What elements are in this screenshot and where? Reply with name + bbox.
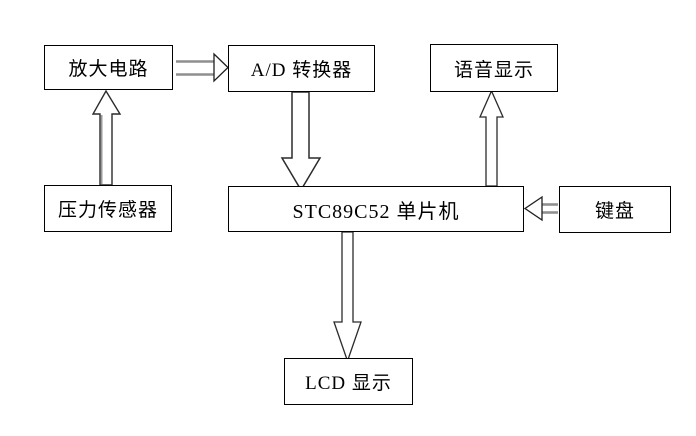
- node-voice-display-label: 语音显示: [453, 59, 534, 81]
- node-pressure-sensor-label: 压力传感器: [57, 200, 158, 221]
- node-adc: A/D 转换器: [228, 45, 375, 92]
- node-amplifier-label: 放大电路: [68, 59, 149, 80]
- node-mcu-label: STC89C52 单片机: [292, 200, 460, 223]
- arrow-adc-to-mcu: [280, 91, 322, 192]
- arrow-mcu-to-voice: [479, 89, 504, 187]
- node-amplifier: 放大电路: [44, 45, 173, 90]
- node-mcu: STC89C52 单片机: [228, 186, 524, 232]
- node-keyboard-label: 键盘: [594, 201, 635, 222]
- node-lcd-display-label: LCD 显示: [305, 373, 392, 394]
- node-lcd-display: LCD 显示: [284, 358, 413, 405]
- arrow-sensor-to-amplifier: [91, 89, 122, 186]
- node-pressure-sensor: 压力传感器: [44, 185, 172, 232]
- arrow-keyboard-to-mcu: [523, 195, 558, 222]
- node-voice-display: 语音显示: [430, 44, 558, 92]
- node-adc-label: A/D 转换器: [250, 60, 353, 81]
- node-keyboard: 键盘: [559, 186, 671, 233]
- arrow-mcu-to-lcd: [333, 231, 362, 363]
- arrow-amplifier-to-adc: [176, 52, 229, 83]
